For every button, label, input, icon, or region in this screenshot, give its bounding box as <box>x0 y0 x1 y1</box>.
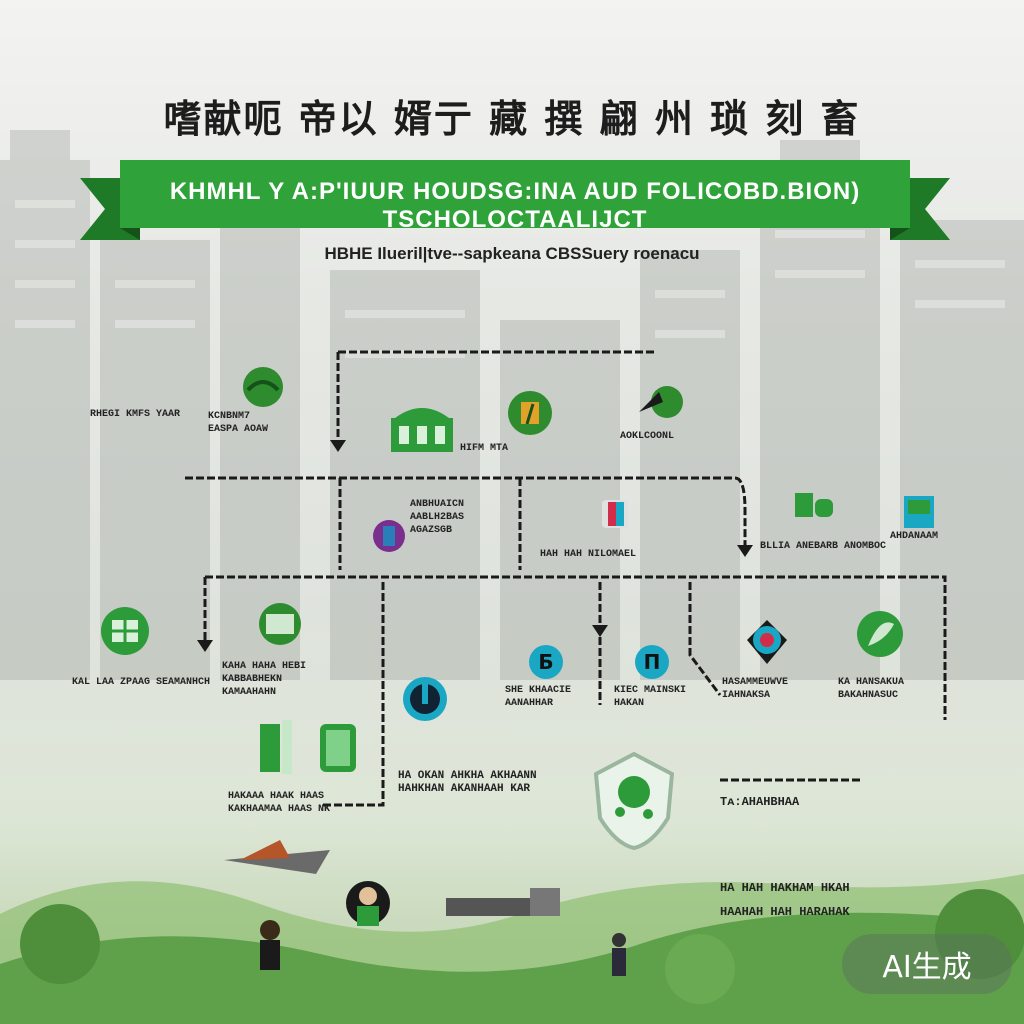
boat-illustration <box>224 840 330 874</box>
panels-icon <box>260 720 356 774</box>
grid-icon <box>101 607 149 655</box>
svg-text:Б: Б <box>538 650 553 674</box>
building-icon <box>391 408 453 452</box>
node-bo <box>795 493 833 519</box>
node-book-label: AHDANAAM <box>890 531 939 542</box>
node-person <box>372 518 406 554</box>
node-plant <box>507 390 553 436</box>
capsule-icon <box>403 677 447 721</box>
node-panels <box>260 720 356 774</box>
book-icon <box>904 496 934 528</box>
svg-text:Π: Π <box>644 650 661 674</box>
person-portrait-icon <box>346 881 390 926</box>
node-bird <box>637 384 685 420</box>
node-door-label: HAH HAH NILOMAEL <box>540 549 637 560</box>
node-leaf <box>856 610 904 658</box>
node-door <box>600 498 630 530</box>
node-book <box>904 496 934 528</box>
plant-icon <box>508 391 552 435</box>
node-grid <box>100 606 150 656</box>
globe-icon <box>243 367 283 407</box>
ribbon-heading: KHMHL Y A:P'IUUR HOUDSG:INA AUD FOLICOBD… <box>169 178 861 233</box>
node-letter-b: Б <box>528 644 564 680</box>
node-globe <box>242 366 284 408</box>
page-title: 嗜献呃 帝以 婿亍 藏 撰 翩 州 琐 刻 畜 <box>163 96 861 141</box>
node-grid-label: KAL LAA ZPAAG SEAMANHCH <box>72 677 211 688</box>
map-icon <box>259 603 301 645</box>
letter-t-icon: Π <box>635 645 669 679</box>
shield-icon <box>593 752 675 850</box>
subtitle: HBHE Ilueril|tve--sapkeana CBSSuery roen… <box>324 244 700 263</box>
train-illustration <box>446 888 560 916</box>
letter-b-icon: Б <box>529 645 563 679</box>
leaf-icon <box>857 611 903 657</box>
title-ribbon <box>80 160 950 240</box>
node-bo-label: BLLIA ANEBARB ANOMBOC <box>760 541 887 552</box>
walker-illustration <box>612 933 626 976</box>
bo-icon <box>795 493 833 517</box>
person-icon <box>373 520 405 552</box>
node-capsule <box>402 674 448 724</box>
node-plant-label: HIFM MTA <box>460 443 509 454</box>
face-icon <box>747 620 787 664</box>
node-letter-t: Π <box>634 644 670 680</box>
node-shield <box>592 752 676 850</box>
node-building <box>387 398 457 454</box>
node-building-label: RHEGI KMFS YAAR <box>90 409 181 420</box>
node-map <box>258 602 302 646</box>
node-shield-label: Tᴀ:AHAHBHAA <box>720 795 800 809</box>
worker-illustration <box>260 920 280 970</box>
node-face <box>745 618 789 666</box>
door-icon <box>602 500 628 528</box>
ai-generated-badge: AI生成 <box>842 934 1012 994</box>
bird-icon <box>639 386 683 418</box>
green-hills-illustration <box>0 874 1024 1024</box>
node-bird-label: AOKLCOONL <box>620 431 675 442</box>
